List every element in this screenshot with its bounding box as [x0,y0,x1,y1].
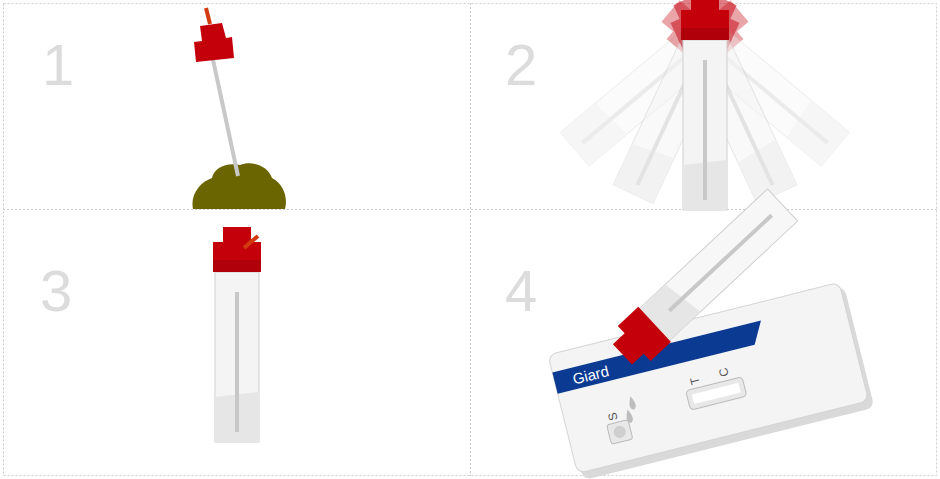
dispensing-tube [606,187,799,371]
mixing-tubes [559,0,850,210]
step-number: 2 [505,36,537,94]
test-cassette [548,281,874,479]
step-number: 1 [42,36,74,94]
sample-drops [622,396,640,424]
sample-collection [192,8,285,209]
opened-tube [213,227,261,442]
step-number: 3 [40,262,72,320]
step-number: 4 [505,262,537,320]
panel-grid [3,3,937,476]
